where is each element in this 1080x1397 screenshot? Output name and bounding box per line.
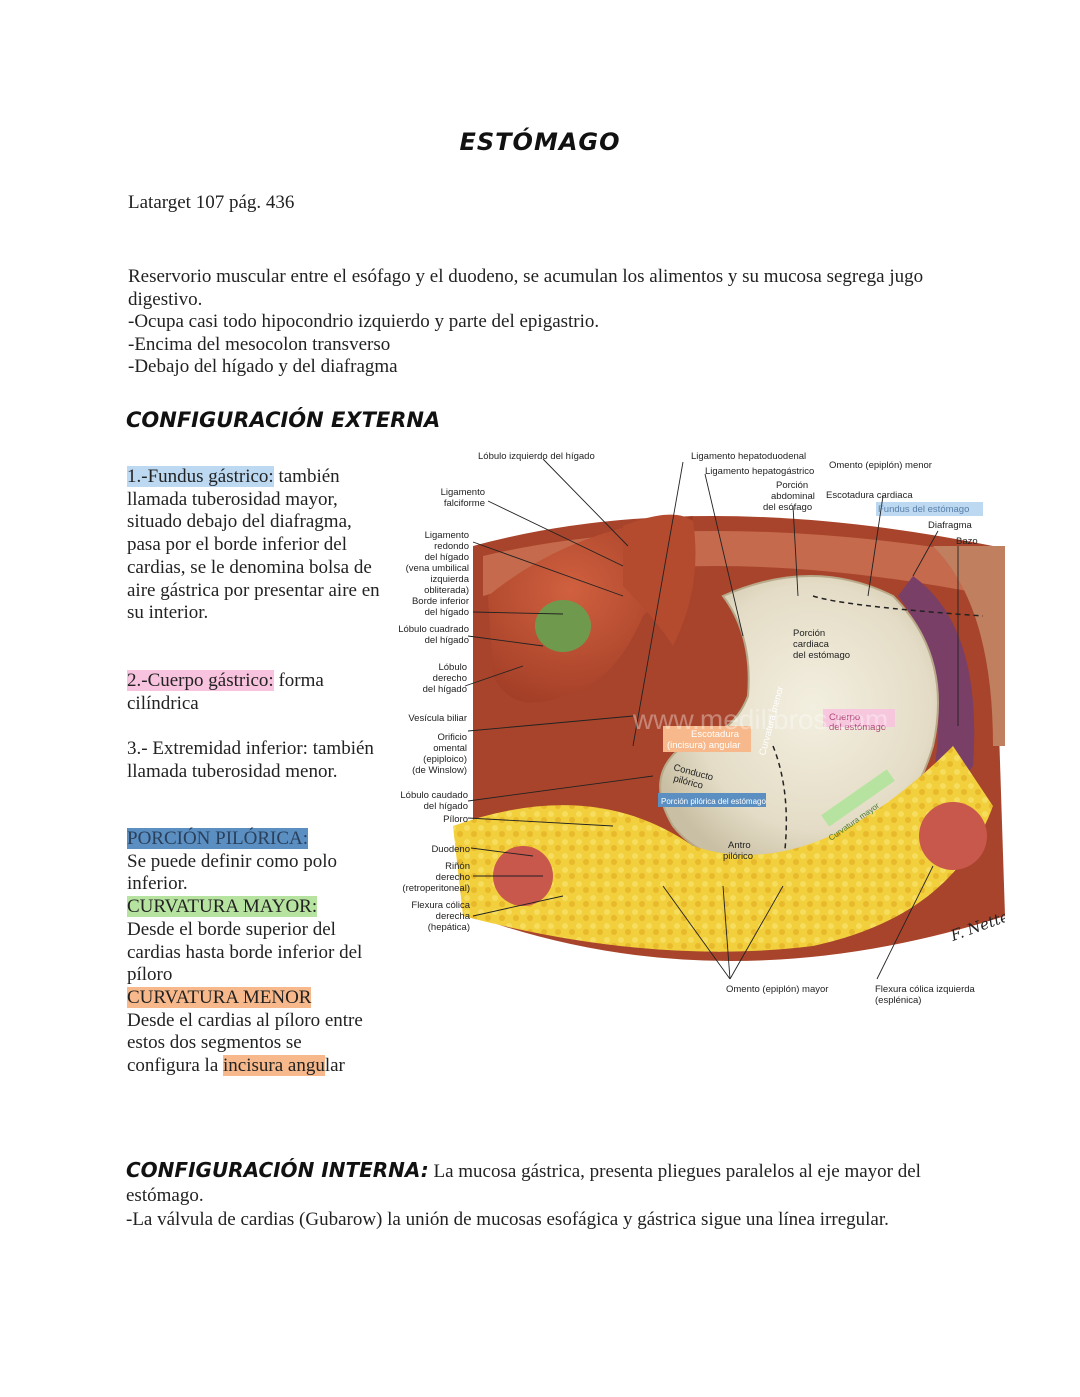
label: Vesícula biliar bbox=[408, 713, 467, 724]
label: del hígado bbox=[425, 552, 469, 563]
label: Porción bbox=[776, 480, 808, 491]
label: Lóbulo caudado bbox=[400, 790, 468, 801]
label: obliterada) bbox=[424, 585, 469, 596]
internal-text: -La válvula de cardias (Gubarow) la unió… bbox=[126, 1209, 889, 1230]
intro-line: Reservorio muscular entre el esófago y e… bbox=[128, 266, 924, 310]
label: Escotadura cardiaca bbox=[826, 490, 913, 501]
fundus-term: 1.-Fundus gástrico: bbox=[127, 466, 274, 487]
label: del hígado bbox=[423, 684, 467, 695]
curvatura-mayor-term: CURVATURA MAYOR: bbox=[127, 896, 318, 918]
label: Riñón bbox=[445, 861, 470, 872]
label: Escotadura bbox=[691, 729, 740, 740]
label: (incisura) angular bbox=[667, 740, 740, 751]
label: Flexura cólica izquierda bbox=[875, 984, 976, 995]
label: Porción bbox=[793, 628, 825, 639]
label: Omento (epiplón) mayor bbox=[726, 984, 828, 995]
label: Duodeno bbox=[431, 844, 470, 855]
label: Orificio bbox=[437, 732, 467, 743]
label: falciforme bbox=[444, 498, 485, 509]
label: del esófago bbox=[763, 502, 812, 513]
reference: Latarget 107 pág. 436 bbox=[128, 192, 295, 213]
label: izquierda bbox=[430, 574, 469, 585]
label: Ligamento bbox=[441, 487, 485, 498]
label: Borde inferior bbox=[412, 596, 469, 607]
label: del estómago bbox=[793, 650, 850, 661]
internal-text: La mucosa gástrica, presenta pliegues pa… bbox=[126, 1161, 921, 1206]
label: Píloro bbox=[443, 814, 468, 825]
label: Lóbulo bbox=[438, 662, 467, 673]
label: Porción pilórica del estómago bbox=[661, 797, 766, 806]
label: (epiploico) bbox=[423, 754, 467, 765]
internal-config: CONFIGURACIÓN INTERNA: La mucosa gástric… bbox=[126, 1158, 986, 1232]
label: del hígado bbox=[425, 635, 469, 646]
label: (vena umbilical bbox=[406, 563, 469, 574]
curvatura-menor-text: Desde el cardias al píloro entre estos d… bbox=[127, 1009, 363, 1077]
incisura-highlight: incisura angu bbox=[223, 1055, 325, 1077]
external-heading: CONFIGURACIÓN EXTERNA bbox=[126, 408, 441, 432]
label: del hígado bbox=[424, 801, 468, 812]
label: Diafragma bbox=[928, 520, 973, 531]
label: del estómago bbox=[829, 722, 886, 733]
intro-line: -Debajo del hígado y del diafragma bbox=[128, 356, 398, 378]
stomach-illustration: Lóbulo izquierdo del hígado Ligamento he… bbox=[398, 451, 1005, 1006]
page-title: ESTÓMAGO bbox=[459, 128, 621, 156]
pilorica-paragraph: PORCIÓN PILÓRICA: Se puede definir como … bbox=[127, 828, 377, 1078]
label: Omento (epiplón) menor bbox=[829, 460, 932, 471]
fundus-paragraph: 1.-Fundus gástrico: también llamada tube… bbox=[127, 466, 387, 625]
label: (hepática) bbox=[428, 922, 470, 933]
gallbladder bbox=[535, 600, 591, 652]
label: abdominal bbox=[771, 491, 815, 502]
fundus-text: también llamada tuberosidad mayor, situa… bbox=[127, 466, 380, 624]
label: Cuerpo bbox=[829, 712, 860, 723]
label: Lóbulo cuadrado bbox=[398, 624, 469, 635]
label: Ligamento hepatoduodenal bbox=[691, 451, 806, 462]
intro-line: -Encima del mesocolon transverso bbox=[128, 333, 391, 355]
internal-heading: CONFIGURACIÓN INTERNA: bbox=[126, 1158, 429, 1182]
curvatura-mayor-text: Desde el borde superior del cardias hast… bbox=[127, 918, 363, 986]
label: Lóbulo izquierdo del hígado bbox=[478, 451, 595, 462]
extremidad-paragraph: 3.- Extremidad inferior: también llamada… bbox=[127, 738, 387, 783]
intro: Reservorio muscular entre el esófago y e… bbox=[128, 266, 978, 379]
cuerpo-paragraph: 2.-Cuerpo gástrico: forma cilíndrica bbox=[127, 670, 387, 715]
colon-left-flexure bbox=[919, 802, 987, 870]
extremidad-text: también llamada tuberosidad menor. bbox=[127, 738, 374, 782]
cuerpo-term: 2.-Cuerpo gástrico: bbox=[127, 670, 274, 691]
intro-line: -Ocupa casi todo hipocondrio izquierdo y… bbox=[128, 311, 600, 333]
label: derecha bbox=[436, 911, 471, 922]
cuerpo-text: forma cilíndrica bbox=[127, 670, 324, 714]
label: (esplénica) bbox=[875, 995, 921, 1006]
label: (de Winslow) bbox=[412, 765, 467, 776]
extremidad-term: 3.- Extremidad inferior: bbox=[127, 738, 308, 759]
label: derecho bbox=[436, 872, 470, 883]
pilorica-text: Se puede definir como polo inferior. bbox=[127, 850, 338, 895]
label: (retroperitoneal) bbox=[402, 883, 470, 894]
label: redondo bbox=[434, 541, 469, 552]
label: pilórico bbox=[723, 851, 753, 862]
pilorica-term: PORCIÓN PILÓRICA: bbox=[127, 828, 309, 849]
curvatura-menor-term: CURVATURA MENOR bbox=[127, 986, 312, 1008]
label: Fundus del estómago bbox=[878, 504, 969, 515]
label: cardiaca bbox=[793, 639, 830, 650]
label: derecho bbox=[433, 673, 467, 684]
label: Ligamento bbox=[425, 530, 469, 541]
label: del hígado bbox=[425, 607, 469, 618]
label: Bazo bbox=[956, 536, 978, 547]
label: Flexura cólica bbox=[411, 900, 470, 911]
watermark: www.medilibros.com bbox=[632, 704, 888, 735]
curvatura-menor-text-end: lar bbox=[324, 1055, 345, 1077]
label: Antro bbox=[728, 840, 751, 851]
rib-cage bbox=[933, 546, 1005, 746]
label: Ligamento hepatogástrico bbox=[705, 466, 814, 477]
label: omental bbox=[433, 743, 467, 754]
greater-omentum bbox=[453, 746, 993, 952]
